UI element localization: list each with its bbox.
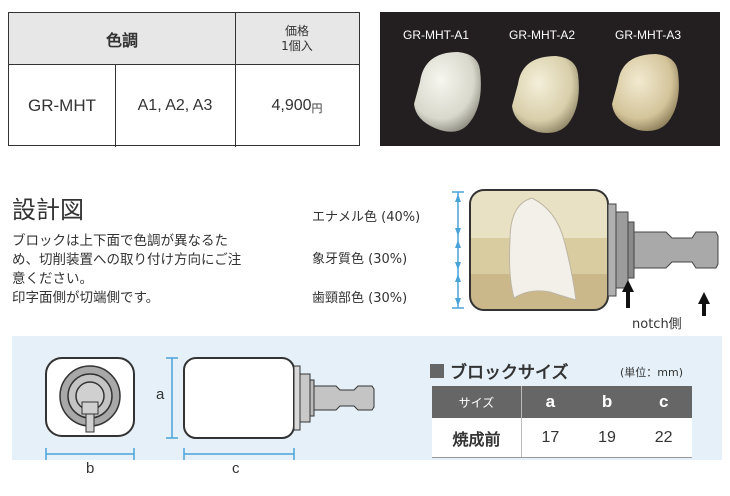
photo-label-a3: GR-MHT-A3 — [615, 28, 681, 42]
photo-label-a2: GR-MHT-A2 — [509, 28, 575, 42]
value-c: 22 — [654, 428, 673, 446]
row-label: 焼成前 — [432, 418, 522, 457]
price-table-header — [9, 13, 359, 65]
description-line: ブロックは上下面で色調が異なるた — [12, 233, 228, 249]
crown-a1 — [414, 52, 481, 132]
design-description: ブロックは上下面で色調が異なるた め、切削装置への取り付け方向にご注 意ください… — [12, 232, 297, 308]
block-size-row: 焼成前 17 19 22 — [432, 418, 692, 458]
header-price-line1: 価格 — [284, 24, 309, 38]
row-shades: A1, A2, A3 — [137, 97, 213, 114]
header-b: b — [601, 392, 613, 411]
block-design-diagram — [452, 189, 719, 316]
design-title: 設計図 — [12, 196, 84, 224]
dimension-label-b: b — [86, 460, 95, 477]
description-line: 意ください。 — [12, 271, 93, 287]
header-shade: 色調 — [105, 31, 138, 50]
photo-label-a1: GR-MHT-A1 — [403, 28, 469, 42]
description-line: め、切削装置への取り付け方向にご注 — [12, 252, 242, 268]
block-size-title: ブロックサイズ — [430, 358, 569, 383]
description-line: 印字面側が切端側です。 — [12, 290, 160, 306]
square-icon — [430, 363, 444, 378]
layer-label-cervical: 歯頸部色 (30%) — [312, 291, 408, 306]
row-price-unit: 円 — [311, 102, 323, 115]
notch-label: notch側 — [632, 317, 682, 332]
price-table-divider — [235, 13, 236, 147]
header-a: a — [545, 392, 556, 411]
row-code: GR-MHT — [28, 96, 96, 115]
block-size-table: サイズ a b c 焼成前 17 19 22 — [432, 386, 692, 458]
block-size-header-row: サイズ a b c — [432, 386, 692, 418]
dimension-label-a: a — [156, 386, 165, 403]
block-size-title-text: ブロックサイズ — [450, 363, 569, 383]
header-price-line2: 1個入 — [281, 39, 313, 53]
dimension-label-c: c — [232, 460, 240, 477]
layer-label-enamel: エナメル色 (40%) — [312, 210, 421, 225]
crown-illustrations — [414, 52, 679, 133]
header-price: 価格 1個入 — [235, 13, 359, 65]
header-size: サイズ — [432, 386, 522, 418]
value-a: 17 — [541, 428, 560, 446]
value-b: 19 — [598, 428, 616, 446]
block-size-unit: (単位：mm) — [620, 366, 684, 379]
crown-a2 — [512, 56, 579, 133]
row-price-value: 4,900 — [271, 97, 312, 114]
price-table-divider — [115, 65, 116, 147]
crown-a3 — [612, 54, 679, 131]
header-c: c — [658, 392, 669, 411]
dimension-diagrams — [45, 357, 375, 460]
product-photo: GR-MHT-A1 GR-MHT-A2 GR-MHT-A3 — [380, 12, 720, 146]
layer-label-dentin: 象牙質色 (30%) — [312, 252, 408, 267]
